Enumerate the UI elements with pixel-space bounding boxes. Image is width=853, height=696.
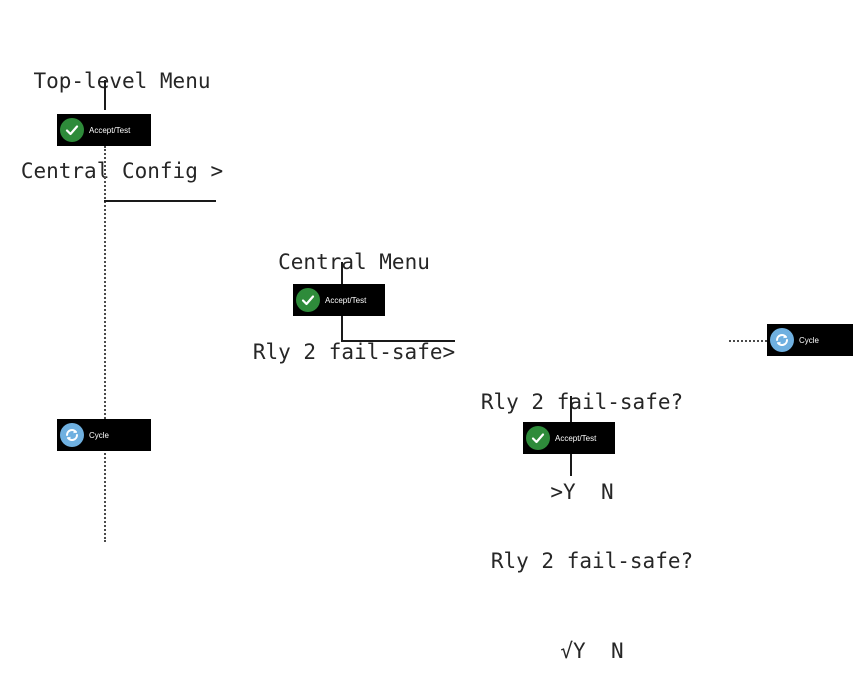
flow-line-main-dotted	[104, 146, 106, 542]
accept-test-button[interactable]: Accept/Test	[293, 284, 385, 316]
flow-line-central-down-2	[341, 316, 343, 342]
central-menu-screen: Central Menu Rly 2 fail-safe>	[232, 187, 476, 397]
result-question: Rly 2 fail-safe?	[490, 549, 694, 573]
flow-line-result	[570, 454, 572, 476]
prompt-screen: Rly 2 fail-safe? >Y N	[462, 327, 702, 537]
accept-test-label: Accept/Test	[325, 295, 367, 305]
cycle-button[interactable]: Cycle	[57, 419, 151, 451]
cycle-button[interactable]: Cycle	[767, 324, 853, 356]
accept-test-button[interactable]: Accept/Test	[57, 114, 151, 146]
cycle-label: Cycle	[799, 335, 820, 345]
cycle-arrows-icon	[770, 328, 794, 352]
checkmark-icon	[60, 118, 84, 142]
top-level-menu-option: Central Config >	[20, 159, 224, 183]
top-level-menu-title: Top-level Menu	[33, 69, 211, 93]
top-level-menu-screen: Top-level Menu Central Config >	[4, 6, 240, 216]
accept-test-button[interactable]: Accept/Test	[523, 422, 615, 454]
accept-test-label: Accept/Test	[89, 125, 131, 135]
checkmark-icon	[526, 426, 550, 450]
cycle-arrows-icon	[60, 423, 84, 447]
flow-line-prompt-down	[570, 396, 572, 422]
accept-test-label: Accept/Test	[555, 433, 597, 443]
central-menu-title: Central Menu	[278, 250, 430, 274]
result-options: √Y N	[560, 639, 624, 663]
cycle-label: Cycle	[89, 430, 110, 440]
checkmark-icon	[296, 288, 320, 312]
result-screen: Rly 2 fail-safe? √Y N	[472, 486, 712, 696]
flow-line-branch-prompt	[341, 340, 455, 342]
prompt-options: >Y N	[550, 480, 614, 504]
central-menu-option: Rly 2 fail-safe>	[252, 340, 456, 364]
flow-line-cycle-dotted	[729, 340, 767, 342]
prompt-question: Rly 2 fail-safe?	[480, 390, 684, 414]
flow-line-central-down	[341, 262, 343, 284]
flow-line-branch-central	[104, 200, 216, 202]
flow-line-main	[104, 80, 106, 110]
